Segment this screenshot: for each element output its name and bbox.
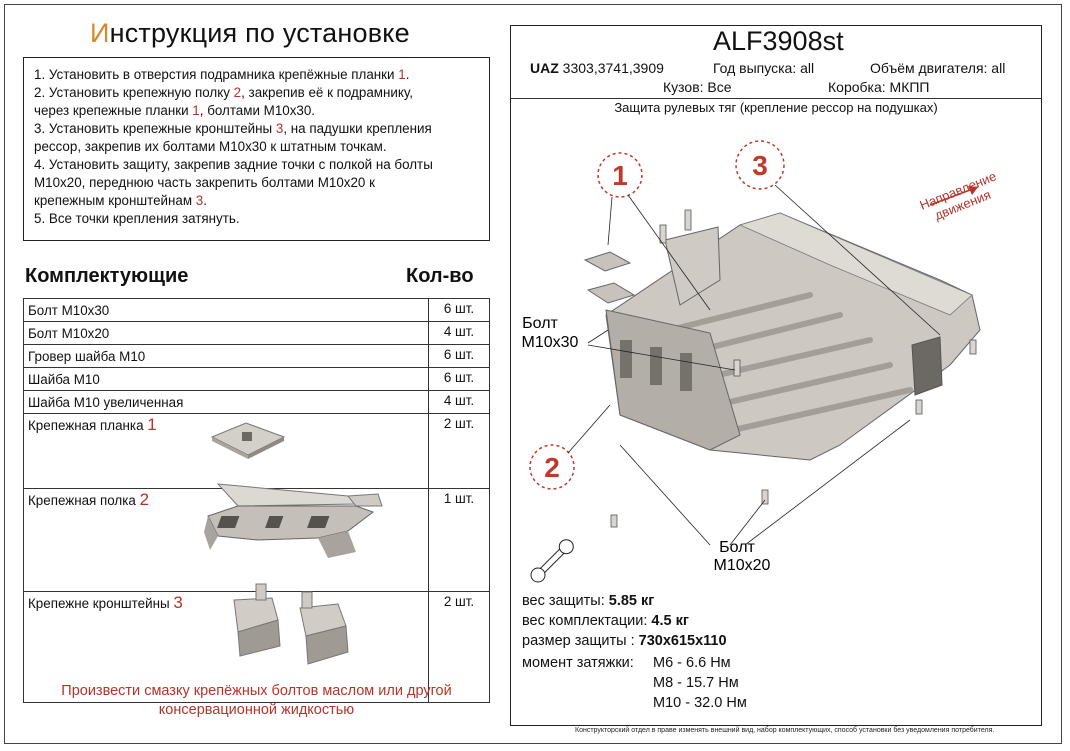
kit-item-qty: 1 шт. <box>428 488 490 592</box>
body-field: Кузов: Все <box>663 79 732 95</box>
kit-item-qty: 2 шт. <box>428 591 490 703</box>
instruction-line: рессор, закрепив их болтами М10х30 к шта… <box>34 139 387 154</box>
instructions-box: 1. Установить в отверстия подрамника кре… <box>23 57 490 241</box>
kit-item-name: Крепежная планка 1 <box>23 413 429 489</box>
torque-m10: М10 - 32.0 Нм <box>653 695 747 711</box>
kit-item-qty: 6 шт. <box>428 298 490 322</box>
bolt-m10x20-label-1: Болт <box>719 539 755 556</box>
kit-item-name: Шайба М10 <box>23 367 429 391</box>
callout-1: 1 <box>612 160 628 191</box>
product-subtitle: Защита рулевых тяг (крепление рессор на … <box>614 100 938 115</box>
weight-line: вес защиты: 5.85 кг <box>522 593 655 609</box>
instruction-line: 1. Установить в отверстия подрамника кре… <box>34 67 410 82</box>
vehicle-models: UAZ 3303,3741,3909 <box>530 60 664 76</box>
kit-item-name: Гровер шайба М10 <box>23 344 429 368</box>
callout-2: 2 <box>544 452 560 483</box>
instruction-line: М10х20, переднюю часть закрепить болтами… <box>34 175 375 190</box>
kit-item-name: Болт М10х30 <box>23 298 429 322</box>
qty-heading: Кол-во <box>406 265 474 287</box>
kit-item-qty: 4 шт. <box>428 390 490 414</box>
assembly-diagram: 1 3 2 Направление движения Болт М10х30 Б… <box>522 140 998 583</box>
page-frame <box>4 4 1062 744</box>
instruction-line: 4. Установить защиту, закрепив задние то… <box>34 157 433 172</box>
year-field: Год выпуска: all <box>713 60 815 76</box>
kit-item-qty: 6 шт. <box>428 367 490 391</box>
bolt-m10x30-label-1: Болт <box>522 315 558 332</box>
kit-item-name: Шайба М10 увеличенная <box>23 390 429 414</box>
brackets-part-image <box>233 583 349 665</box>
gearbox-field: Коробка: МКПП <box>828 79 930 95</box>
instruction-line: крепежным кронштейнам 3. <box>34 193 207 208</box>
torque-m8: М8 - 15.7 Нм <box>653 675 739 691</box>
kit-item-name: Крепежне кронштейны 3 <box>23 591 429 703</box>
wrench-icon <box>530 539 574 583</box>
product-code: ALF3908st <box>713 26 844 56</box>
torque-label: момент затяжки: <box>522 655 634 671</box>
instruction-line: через крепежные планки 1, болтами М10х30… <box>34 103 316 118</box>
callout-3: 3 <box>752 150 768 181</box>
bolt-m10x30-label-2: М10х30 <box>522 334 579 351</box>
bolt-m10x20-label-2: М10х20 <box>714 557 771 574</box>
kit-item-qty: 2 шт. <box>428 413 490 489</box>
shelf-part-image <box>204 483 383 558</box>
kit-heading: Комплектующие <box>25 265 189 287</box>
engine-field: Объём двигателя: all <box>870 60 1006 76</box>
torque-m6: М6 - 6.6 Нм <box>653 655 731 671</box>
disclaimer: Конструкторский отдел в праве изменять в… <box>575 727 995 734</box>
product-panel <box>510 25 1042 726</box>
lubrication-note: Произвести смазку крепёжных болтов масло… <box>61 683 452 718</box>
instruction-line: 3. Установить крепежные кронштейны 3, на… <box>34 121 432 136</box>
size-line: размер защиты : 730х615х110 <box>522 633 727 649</box>
kit-weight-line: вес комплектации: 4.5 кг <box>522 613 689 629</box>
instruction-line: 5. Все точки крепления затянуть. <box>34 211 240 226</box>
divider <box>510 98 1042 99</box>
kit-item-qty: 6 шт. <box>428 344 490 368</box>
kit-item-name: Болт М10х20 <box>23 321 429 345</box>
page-title: Инструкция по установке <box>90 18 410 48</box>
instruction-line: 2. Установить крепежную полку 2, закрепи… <box>34 85 413 100</box>
plate-part-image <box>210 422 286 459</box>
kit-item-qty: 4 шт. <box>428 321 490 345</box>
